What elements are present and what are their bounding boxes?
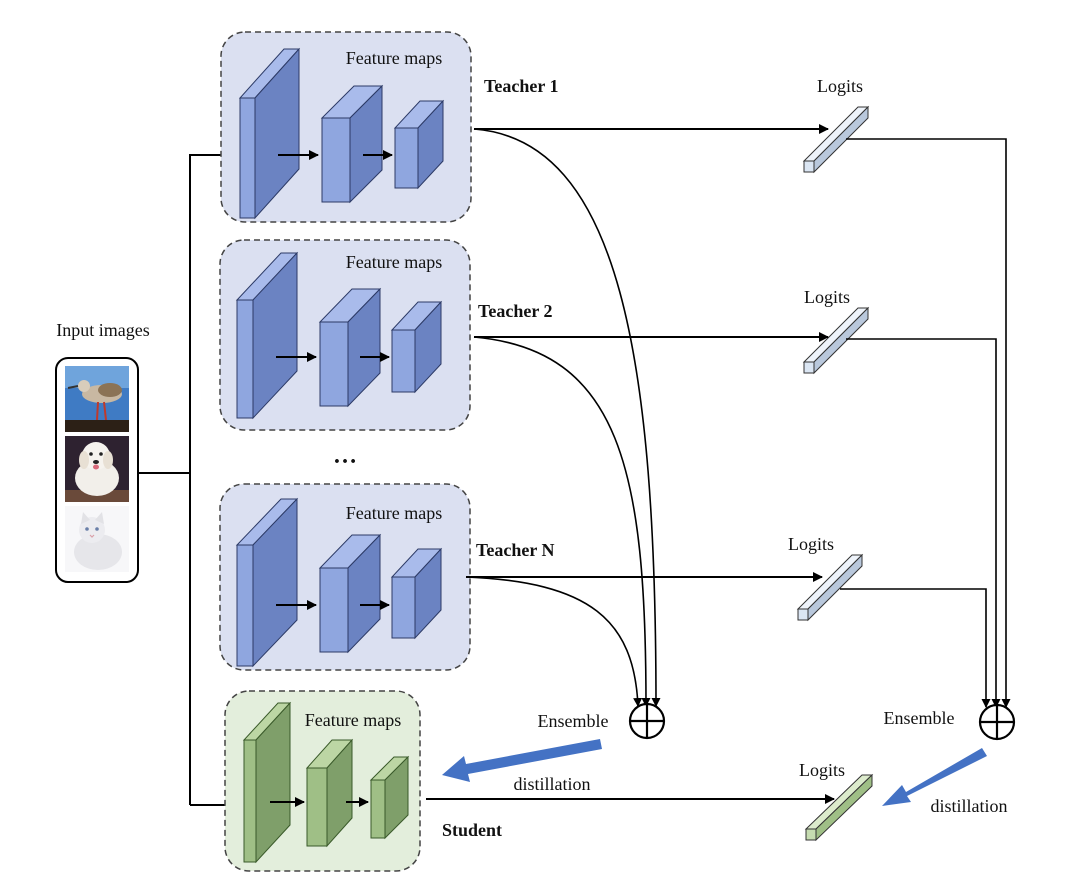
cat-image: [65, 506, 129, 572]
teacher-1-features-curve: [473, 128, 661, 707]
teacher-1-feature-maps-label: Feature maps: [346, 48, 442, 68]
student-label: Student: [442, 820, 502, 840]
teacher-2-feature-maps-label: Feature maps: [346, 252, 442, 272]
ensemble-1-oplus-icon: [628, 702, 666, 740]
teacher-n-feature-maps-label: Feature maps: [346, 503, 442, 523]
distillation-arrow-1: [442, 739, 602, 782]
teacher-n-label: Teacher N: [476, 540, 555, 560]
ensemble-1-label: Ensemble: [538, 711, 609, 731]
distillation-1-label: distillation: [513, 774, 590, 794]
teacher-1-logits-label: Logits: [817, 76, 863, 96]
distillation-arrow-2: [882, 748, 987, 806]
bird-image: [65, 366, 129, 432]
teacher-2-logits: [802, 306, 870, 375]
teachers-ellipsis: …: [333, 443, 357, 469]
teacher-2-label: Teacher 2: [478, 301, 553, 321]
dog-image: [65, 436, 129, 502]
student-feature-maps-label: Feature maps: [305, 710, 401, 730]
student-logits-label: Logits: [799, 760, 845, 780]
teacher-1-logits: [802, 105, 870, 174]
trunk-line: [189, 150, 233, 805]
student-logits: [804, 773, 874, 842]
ensemble-2-label: Ensemble: [884, 708, 955, 728]
teacher-n-features-curve: [465, 576, 643, 707]
student-network: Feature maps: [224, 690, 421, 872]
teacher-2-logits-label: Logits: [804, 287, 850, 307]
teacher-n-logits-line: [840, 588, 991, 708]
teacher-2-network: Feature maps: [219, 239, 471, 431]
teacher-n-logits: [796, 553, 864, 622]
teacher-n-logits-label: Logits: [788, 534, 834, 554]
distillation-2-label: distillation: [930, 796, 1007, 816]
teacher-1-network: Feature maps: [220, 31, 472, 223]
input-images-label: Input images: [56, 320, 149, 340]
teacher-1-label: Teacher 1: [484, 76, 559, 96]
ensemble-2-oplus-icon: [978, 703, 1016, 741]
teacher-2-features-curve: [473, 336, 651, 707]
teacher-2-logits-line: [846, 338, 1001, 708]
teacher-n-network: Feature maps: [219, 483, 471, 671]
teacher-1-logits-line: [846, 138, 1011, 708]
